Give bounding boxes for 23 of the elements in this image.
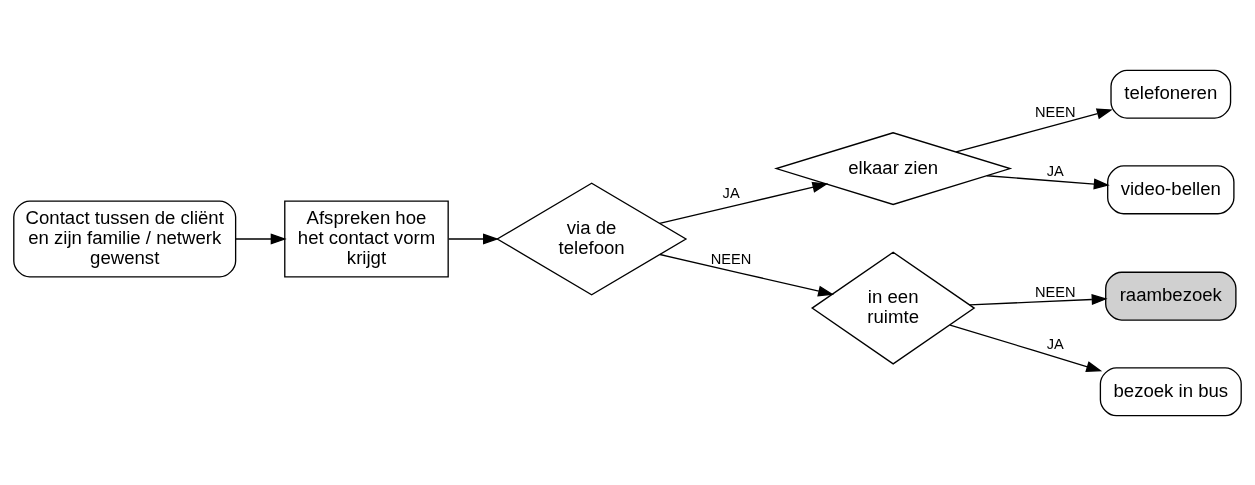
node-box: Afspreken hoe het contact vorm krijgt	[284, 200, 449, 278]
edge-label: JA	[1046, 335, 1064, 352]
node-box: raambezoek	[1105, 271, 1237, 321]
node-box: telefoneren	[1110, 69, 1232, 119]
node-box: Contact tussen de cliënt en zijn familie / netwerk gewenst	[13, 200, 237, 278]
node-diamond: elkaar zien	[774, 131, 1013, 205]
arrow	[986, 174, 1110, 190]
edge-label: JA	[722, 184, 740, 201]
arrow	[659, 181, 829, 224]
arrow	[659, 253, 835, 297]
node-box: video-bellen	[1107, 164, 1235, 214]
node-diamond: via de telefoon	[496, 181, 688, 296]
arrow	[949, 323, 1103, 372]
arrow	[235, 232, 287, 245]
node-diamond: in een ruimte	[810, 251, 976, 365]
arrow	[448, 232, 499, 245]
node-box: bezoek in bus	[1099, 366, 1242, 416]
arrow	[968, 293, 1108, 305]
edge-label: JA	[1046, 162, 1064, 179]
edge-label: NEEN	[1034, 103, 1076, 120]
edge-label: NEEN	[710, 250, 752, 267]
edge-label: NEEN	[1034, 283, 1076, 300]
arrow	[955, 107, 1113, 153]
